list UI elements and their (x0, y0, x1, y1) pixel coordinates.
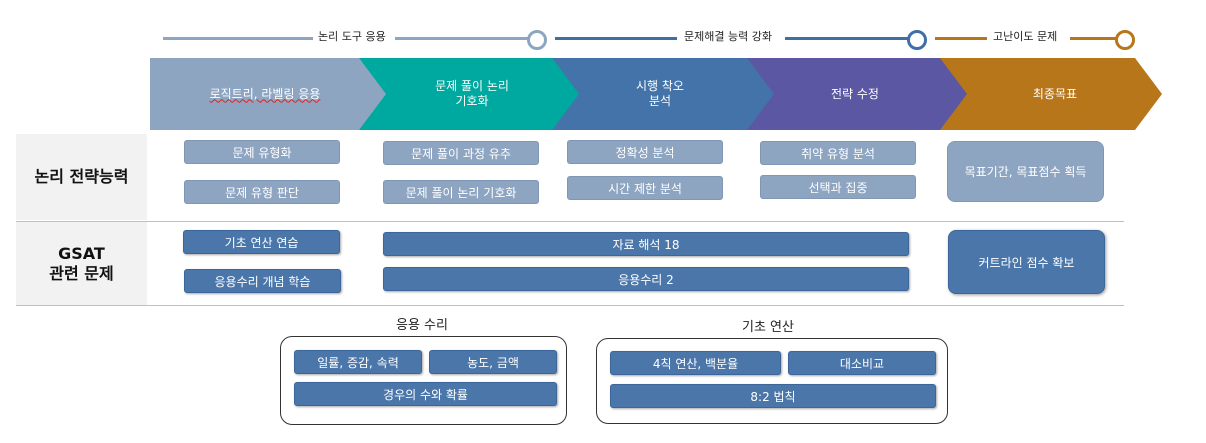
stage-label-1-text: 로직트리, 라벨링 응용 (209, 86, 321, 101)
gsat-item-applied-concept: 응용수리 개념 학습 (184, 269, 341, 293)
timeline-node-2 (907, 30, 927, 50)
group-title-basic: 기초 연산 (742, 320, 794, 335)
stage-chevron-2 (352, 58, 579, 130)
group-title-applied: 응용 수리 (396, 318, 448, 333)
chevron-shapes (150, 58, 1162, 130)
logic-item-type-judge: 문제 유형 판단 (184, 180, 340, 204)
logic-item-focus: 선택과 집중 (760, 175, 916, 199)
stage-chevron-1 (150, 58, 386, 130)
basic-item-8-2-rule: 8:2 법칙 (610, 384, 936, 408)
stage-chevron-3 (545, 58, 774, 130)
stage-label-4: 전략 수정 (831, 86, 879, 101)
stage-label-5: 최종목표 (1032, 86, 1078, 101)
timeline-segment-3b (1070, 37, 1116, 40)
stage-label-2: 문제 풀이 논리 기호화 (435, 79, 509, 108)
gsat-item-basic-calc: 기초 연산 연습 (183, 230, 340, 254)
timeline-segment-1 (163, 37, 313, 40)
gsat-item-data-interpret: 자료 해석 18 (383, 232, 909, 256)
logic-item-type-classify: 문제 유형화 (184, 140, 340, 164)
timeline-segment-2b (785, 37, 908, 40)
timeline-label-3: 고난이도 문제 (993, 30, 1058, 43)
timeline-segment-2 (555, 37, 677, 40)
row-divider-1 (16, 221, 1124, 222)
gsat-item-applied-math: 응용수리 2 (383, 267, 909, 291)
stage-chevron-4 (740, 58, 967, 130)
row-header-gsat: GSAT 관련 문제 (16, 222, 147, 305)
row-header-logic: 논리 전략능력 (16, 134, 147, 220)
stage-chevron-5 (935, 58, 1162, 130)
logic-item-weak-type: 취약 유형 분석 (760, 141, 916, 165)
gsat-goal: 커트라인 점수 확보 (948, 230, 1105, 294)
applied-item-probability: 경우의 수와 확률 (294, 382, 557, 406)
logic-item-accuracy: 정확성 분석 (567, 140, 723, 164)
logic-item-process-infer: 문제 풀이 과정 유추 (383, 141, 539, 165)
stage-chevrons: 로직트리, 라벨링 응용 문제 풀이 논리 기호화 시행 착오 분석 전략 수정… (150, 58, 1162, 130)
timeline-node-3 (1115, 30, 1135, 50)
basic-item-compare: 대소비교 (788, 351, 936, 375)
timeline-node-1 (527, 30, 547, 50)
stage-label-1: 로직트리, 라벨링 응용 (160, 58, 370, 130)
row-divider-2 (16, 305, 1124, 306)
timeline-segment-1b (395, 37, 528, 40)
basic-item-arithmetic: 4칙 연산, 백분율 (610, 351, 781, 375)
applied-item-rate: 일률, 증감, 속력 (294, 350, 422, 374)
applied-item-concentration: 농도, 금액 (429, 350, 557, 374)
logic-item-time-limit: 시간 제한 분석 (567, 176, 723, 200)
logic-goal: 목표기간, 목표점수 획득 (947, 141, 1104, 202)
timeline-label-1: 논리 도구 응용 (318, 30, 386, 43)
timeline-segment-3 (935, 37, 987, 40)
timeline-label-2: 문제해결 능력 강화 (684, 30, 772, 43)
stage-label-3: 시행 착오 분석 (636, 79, 684, 108)
logic-item-logic-symbolize: 문제 풀이 논리 기호화 (383, 180, 539, 204)
